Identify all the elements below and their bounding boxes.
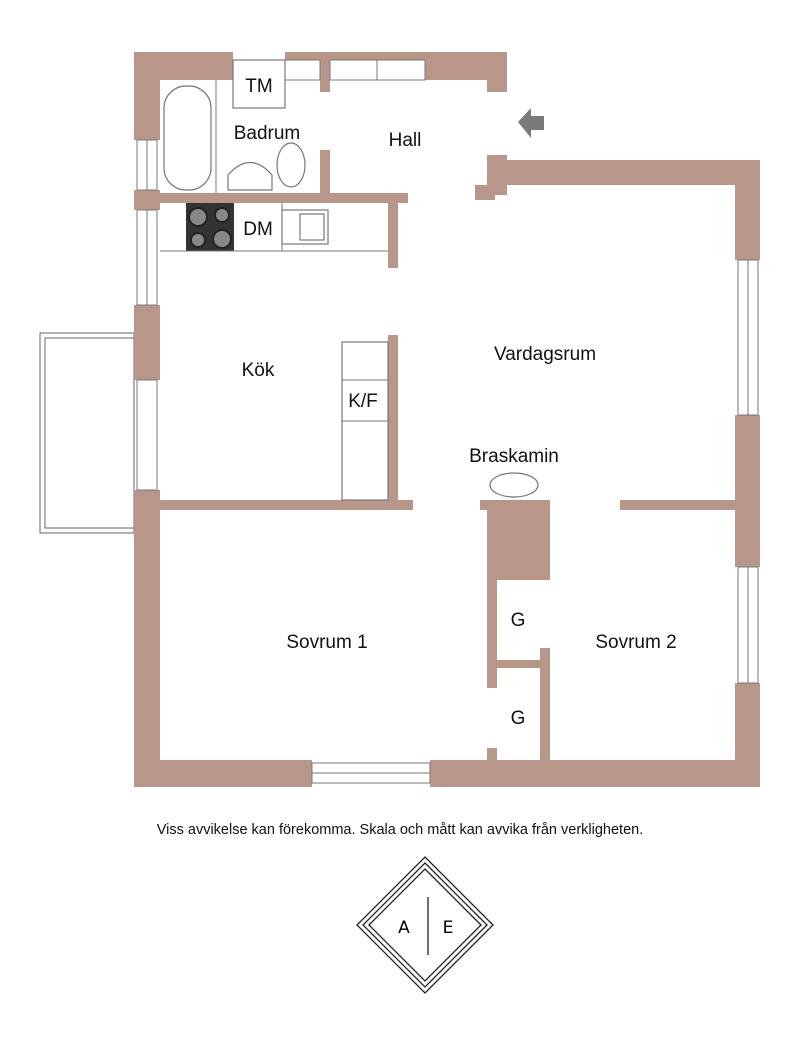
toilet xyxy=(276,142,306,188)
label-hall: Hall xyxy=(389,130,422,151)
floor-plan: TM Badrum Hall DM Kök K/F Vardagsrum Bra… xyxy=(39,52,760,787)
windows xyxy=(136,59,759,784)
sink xyxy=(227,161,273,191)
balcony xyxy=(39,332,135,534)
disclaimer: Viss avvikelse kan förekomma. Skala och … xyxy=(156,822,644,838)
label-sovrum2: Sovrum 2 xyxy=(595,632,676,653)
label-kf: K/F xyxy=(348,391,378,412)
fixtures xyxy=(160,59,544,501)
label-vardagsrum: Vardagsrum xyxy=(494,344,596,365)
fireplace xyxy=(489,472,539,498)
label-g2: G xyxy=(511,708,526,729)
logo-letter-e: E xyxy=(443,918,454,938)
walls xyxy=(134,52,760,787)
label-badrum: Badrum xyxy=(234,123,301,144)
label-braskamin: Braskamin xyxy=(469,446,559,467)
entrance-arrow-icon xyxy=(518,108,544,138)
bathtub xyxy=(163,85,212,191)
label-dm: DM xyxy=(243,219,273,240)
label-kok: Kök xyxy=(242,360,275,381)
logo-letter-a: A xyxy=(398,918,410,938)
label-g1: G xyxy=(511,610,526,631)
logo: A E xyxy=(356,856,494,994)
label-sovrum1: Sovrum 1 xyxy=(286,632,367,653)
washing-machine xyxy=(232,59,286,109)
label-tm: TM xyxy=(245,76,272,97)
